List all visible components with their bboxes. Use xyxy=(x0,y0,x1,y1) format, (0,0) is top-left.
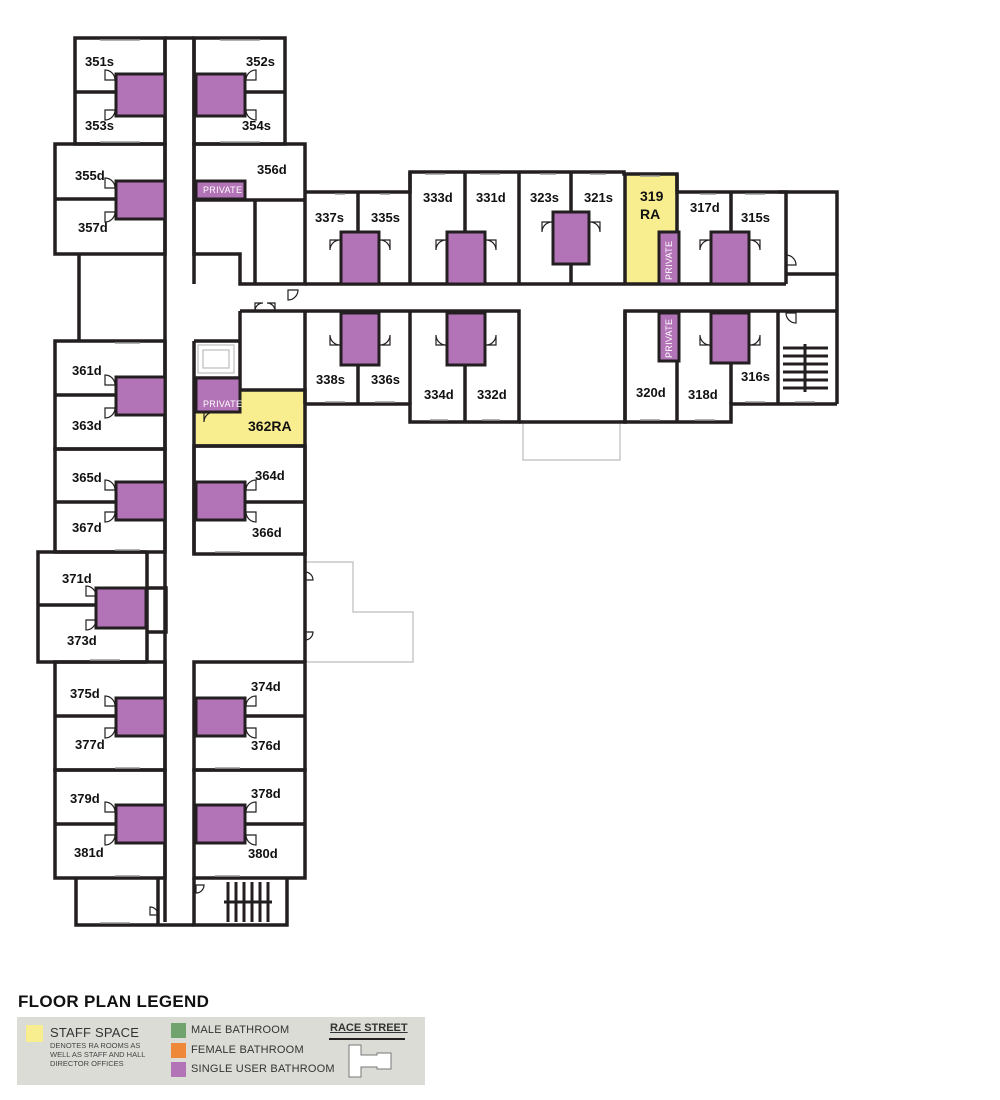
room-label: 363d xyxy=(72,418,102,433)
room-label: 373d xyxy=(67,633,97,648)
room-label: 378d xyxy=(251,786,281,801)
private-label: PRIVATE xyxy=(203,185,242,195)
room-label: 353s xyxy=(85,118,114,133)
bath-317-315 xyxy=(709,230,751,286)
room-label: 333d xyxy=(423,190,453,205)
legend-title: FLOOR PLAN LEGEND xyxy=(18,992,210,1011)
legend-female-label: FEMALE BATHROOM xyxy=(191,1044,304,1056)
patio-outline xyxy=(305,561,414,663)
bath-318-316 xyxy=(709,311,751,365)
block-356 xyxy=(192,142,307,286)
room-label: 375d xyxy=(70,686,100,701)
bath-352-354 xyxy=(194,72,247,118)
bath-365-367 xyxy=(114,480,167,522)
room-label: 316s xyxy=(741,369,770,384)
female-swatch xyxy=(171,1043,186,1058)
room-label: 379d xyxy=(70,791,100,806)
room-label: 351s xyxy=(85,54,114,69)
bath-361-363 xyxy=(114,375,167,417)
room-label: 336s xyxy=(371,372,400,387)
doors xyxy=(85,69,797,916)
room-label: 352s xyxy=(246,54,275,69)
room-label: 354s xyxy=(242,118,271,133)
room-label: 366d xyxy=(252,525,282,540)
staff-swatch xyxy=(26,1025,43,1042)
room-label: 374d xyxy=(251,679,281,694)
room-label: 376d xyxy=(251,738,281,753)
legend-staff-desc: DENOTES RA ROOMS AS WELL AS STAFF AND HA… xyxy=(50,1041,146,1068)
legend-staff-label: STAFF SPACE xyxy=(50,1025,140,1040)
private-bath-320 xyxy=(657,311,681,363)
ra-room-number: 319 xyxy=(640,188,664,204)
room-label: 377d xyxy=(75,737,105,752)
bath-334-332 xyxy=(445,311,487,367)
private-bath-356 xyxy=(194,179,247,201)
room-label: 331d xyxy=(476,190,506,205)
private-bath-319 xyxy=(657,230,681,286)
elevator xyxy=(197,344,235,374)
legend-single-label: SINGLE USER BATHROOM xyxy=(191,1063,335,1075)
bath-323-321 xyxy=(551,210,591,266)
bath-355-357 xyxy=(114,179,167,221)
room-label: 318d xyxy=(688,387,718,402)
windows xyxy=(90,39,815,924)
stairs-east xyxy=(783,344,828,392)
private-label: PRIVATE xyxy=(664,319,674,358)
room-label: 365d xyxy=(72,470,102,485)
room-label: 381d xyxy=(74,845,104,860)
ra-room-suffix: RA xyxy=(640,206,660,222)
bath-351-353 xyxy=(114,72,167,118)
room-label: 334d xyxy=(424,387,454,402)
room-label: 355d xyxy=(75,168,105,183)
room-label: 337s xyxy=(315,210,344,225)
private-label: PRIVATE xyxy=(203,399,242,409)
room-label: 367d xyxy=(72,520,102,535)
bath-374-376 xyxy=(194,696,247,738)
room-label: 335s xyxy=(371,210,400,225)
bath-375-377 xyxy=(114,696,167,738)
room-label: 357d xyxy=(78,220,108,235)
room-label: 361d xyxy=(72,363,102,378)
room-label: 323s xyxy=(530,190,559,205)
room-label: 317d xyxy=(690,200,720,215)
private-label: PRIVATE xyxy=(664,241,674,280)
room-label: 380d xyxy=(248,846,278,861)
legend-panel: STAFF SPACE DENOTES RA ROOMS AS WELL AS … xyxy=(17,1017,425,1085)
male-swatch xyxy=(171,1023,186,1038)
room-label: 315s xyxy=(741,210,770,225)
bath-333-331 xyxy=(445,230,487,286)
room-label: 371d xyxy=(62,571,92,586)
ra-room-362: 362RA xyxy=(248,418,292,434)
private-bath-362 xyxy=(194,376,242,414)
single-swatch xyxy=(171,1062,186,1077)
entrance-canopy xyxy=(522,420,621,461)
single-user-bathrooms xyxy=(94,72,751,845)
bath-378-380 xyxy=(194,803,247,845)
room-label: 338s xyxy=(316,372,345,387)
stairs-south xyxy=(224,882,272,922)
floor-plan: 351s 352s 353s 354s 355d 356d 357d 337s … xyxy=(36,36,839,927)
room-label: 364d xyxy=(255,468,285,483)
room-label: 356d xyxy=(257,162,287,177)
bath-364-366 xyxy=(194,480,247,522)
elevator-car xyxy=(202,349,230,369)
legend-street-label: RACE STREET xyxy=(330,1022,408,1034)
legend-male-label: MALE BATHROOM xyxy=(191,1024,290,1036)
building-key-map xyxy=(329,1038,405,1078)
room-label: 321s xyxy=(584,190,613,205)
bath-338-336 xyxy=(339,311,381,367)
bath-379-381 xyxy=(114,803,167,845)
room-label: 332d xyxy=(477,387,507,402)
room-label: 320d xyxy=(636,385,666,400)
bath-337-335 xyxy=(339,230,381,286)
bath-371-373 xyxy=(94,586,148,630)
block-364-366 xyxy=(192,444,307,556)
